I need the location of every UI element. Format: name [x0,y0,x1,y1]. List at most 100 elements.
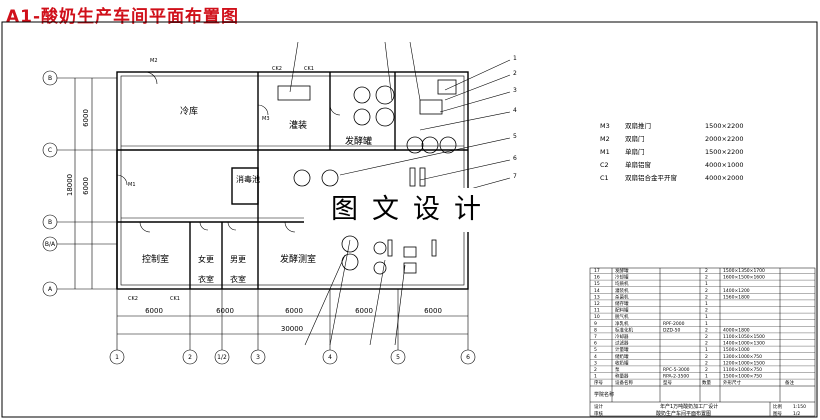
legend-code-1: M3 [600,122,610,130]
callout-4: 4 [513,107,517,114]
title-block-sheet-label: 图号 [773,411,782,417]
th-name: 设备名称 [615,379,633,386]
table-cell-name: 储存罐 [615,300,629,307]
table-cell-name: 计量罐 [615,346,629,353]
callout-2: 2 [513,70,517,77]
table-cell-no: 8 [594,327,597,333]
dim-v1: 6000 [82,109,90,127]
title-block-checker: 审核 [594,410,603,417]
table-cell-name: 配料罐 [615,307,629,314]
axis-col-6: 5 [396,354,400,361]
legend-name-2: 双扇门 [625,134,645,143]
room-filling: 灌装 [289,119,307,131]
table-cell-no: 1 [594,374,597,380]
callout-1: 1 [513,55,517,62]
watermark: 图文设计 [304,188,522,232]
table-cell-name: 冷却器 [615,333,629,340]
callout-6: 6 [513,155,517,162]
table-cell-qty: 1 [705,321,708,327]
table-cell-name: 净乳机 [615,320,629,327]
table-cell-spec: 1400×1200 [723,288,750,294]
title-block-sheet: 1/2 [793,411,800,417]
title-block-scale: 1:150 [793,404,806,410]
callout-7: 7 [513,173,517,180]
legend-size-3: 1500×2200 [705,148,744,156]
dim-total: 30000 [281,325,303,333]
table-cell-no: 13 [594,294,600,300]
title-block-main: 年产1万吨酸奶加工厂设计 [660,403,718,410]
tag-m3: M3 [262,116,270,122]
legend-name-4: 单扇铝窗 [625,160,651,169]
title-block-scale-label: 比例 [773,403,782,410]
legend-name-3: 单扇门 [625,147,645,156]
table-cell-spec: 1400×1000×1300 [723,341,765,347]
legend-size-4: 4000×1000 [705,161,744,169]
axis-col-4: 3 [256,354,260,361]
legend-code-3: M1 [600,148,610,156]
axis-col-2: 2 [188,354,192,361]
callout-5: 5 [513,133,517,140]
tag-ck2-b: CK2 [128,296,138,302]
table-cell-qty: 2 [705,341,708,347]
table-cell-model: DZD-50 [663,327,680,333]
tag-m2: M2 [150,58,158,64]
room-fermentation: 发酵罐 [345,135,372,147]
table-cell-no: 4 [594,354,597,360]
table-cell-qty: 2 [705,288,708,294]
th-qty: 数量 [702,379,711,386]
th-model: 型号 [663,379,672,386]
axis-row-3: B [48,219,52,226]
table-cell-qty: 1 [705,374,708,380]
equipment [277,79,457,275]
legend-code-4: C2 [600,161,609,169]
axis-col-7: 6 [466,354,470,361]
table-cell-name: 灌装机 [615,287,629,294]
room-cold-storage: 冷库 [180,105,198,117]
table-cell-no: 14 [594,288,600,294]
table-cell-no: 2 [594,367,597,373]
table-cell-qty: 2 [705,334,708,340]
tag-ck1: CK1 [304,66,314,72]
table-cell-qty: 1 [705,301,708,307]
table-cell-name: 冷却罐 [615,274,629,281]
table-cell-name: 均质机 [615,280,629,287]
table-cell-name: 泵 [615,367,620,373]
table-cell-no: 10 [594,314,600,320]
table-cell-name: 过滤器 [615,340,629,347]
table-cell-no: 11 [594,308,600,314]
axis-col-3: 1/2 [217,354,227,361]
table-cell-spec: 1560×1800 [723,294,750,300]
table-cell-qty: 2 [705,354,708,360]
title-block-sub: 酸奶生产车间平面布置图 [656,410,711,417]
legend-name-1: 双扇推门 [625,121,651,130]
dim-span-1: 6000 [145,307,163,315]
legend-size-5: 4000×2000 [705,174,744,182]
table-cell-no: 6 [594,341,597,347]
axis-row-4: B/A [45,241,56,248]
legend-code-5: C1 [600,174,609,182]
table-cell-model: RPF-2000 [663,321,685,327]
table-cell-spec: 1600×1500×1600 [723,275,765,281]
room-fermentation-lab: 发酵测室 [280,253,316,265]
table-cell-spec: 1500×1000×750 [723,374,762,380]
title-block-school: 学院名称 [594,391,614,398]
windows [125,71,450,290]
table-cell-spec: 4000×1800 [723,327,750,333]
dim-span-3: 6000 [285,307,303,315]
th-no: 序号 [594,379,603,386]
th-note: 备注 [785,379,794,386]
room-female-changing-2: 衣室 [198,274,214,284]
room-male-changing-2: 衣室 [230,274,246,284]
table-cell-qty: 1 [705,314,708,320]
dim-height-total: 18000 [66,174,74,196]
table-cell-name: 标准化机 [615,326,633,333]
table-cell-model: RPC-5-3000 [663,367,690,373]
table-cell-qty: 1 [705,281,708,287]
axis-col-1: 1 [115,354,119,361]
table-cell-name: 称量器 [615,373,629,380]
table-cell-no: 3 [594,360,597,366]
room-disinfection: 消毒池 [236,174,260,184]
table-cell-spec: 1200×1000×1500 [723,360,765,366]
title-block-designer: 设计 [594,403,603,410]
